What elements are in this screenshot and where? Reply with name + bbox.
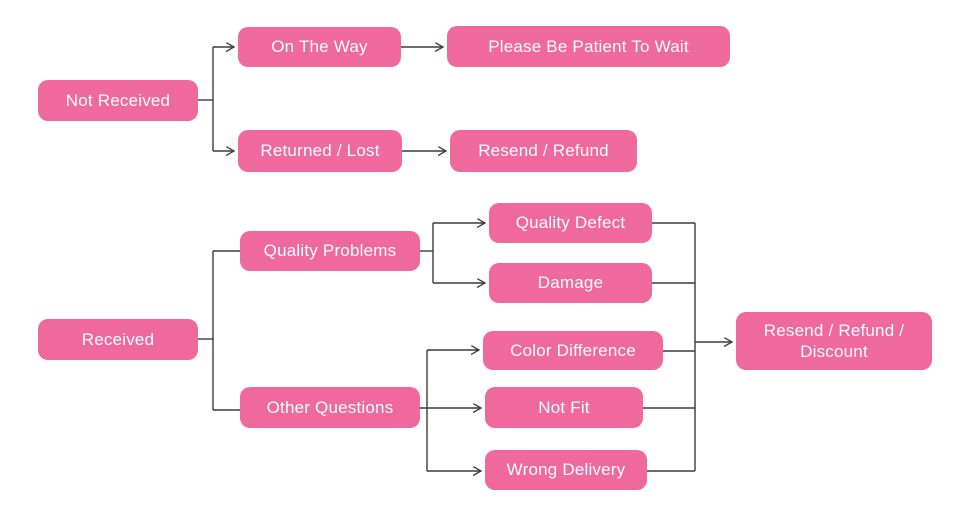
node-not-fit: Not Fit [485,387,643,428]
node-on-the-way: On The Way [238,27,401,67]
node-resend-refund: Resend / Refund [450,130,637,172]
node-color-difference: Color Difference [483,331,663,370]
node-quality-defect: Quality Defect [489,203,652,243]
node-please-be-patient-to-wait: Please Be Patient To Wait [447,26,730,67]
node-returned-lost: Returned / Lost [238,130,402,172]
node-wrong-delivery: Wrong Delivery [485,450,647,490]
node-damage: Damage [489,263,652,303]
node-quality-problems: Quality Problems [240,231,420,271]
node-received: Received [38,319,198,360]
node-other-questions: Other Questions [240,387,420,428]
node-not-received: Not Received [38,80,198,121]
node-resend-refund-discount: Resend / Refund / Discount [736,312,932,370]
